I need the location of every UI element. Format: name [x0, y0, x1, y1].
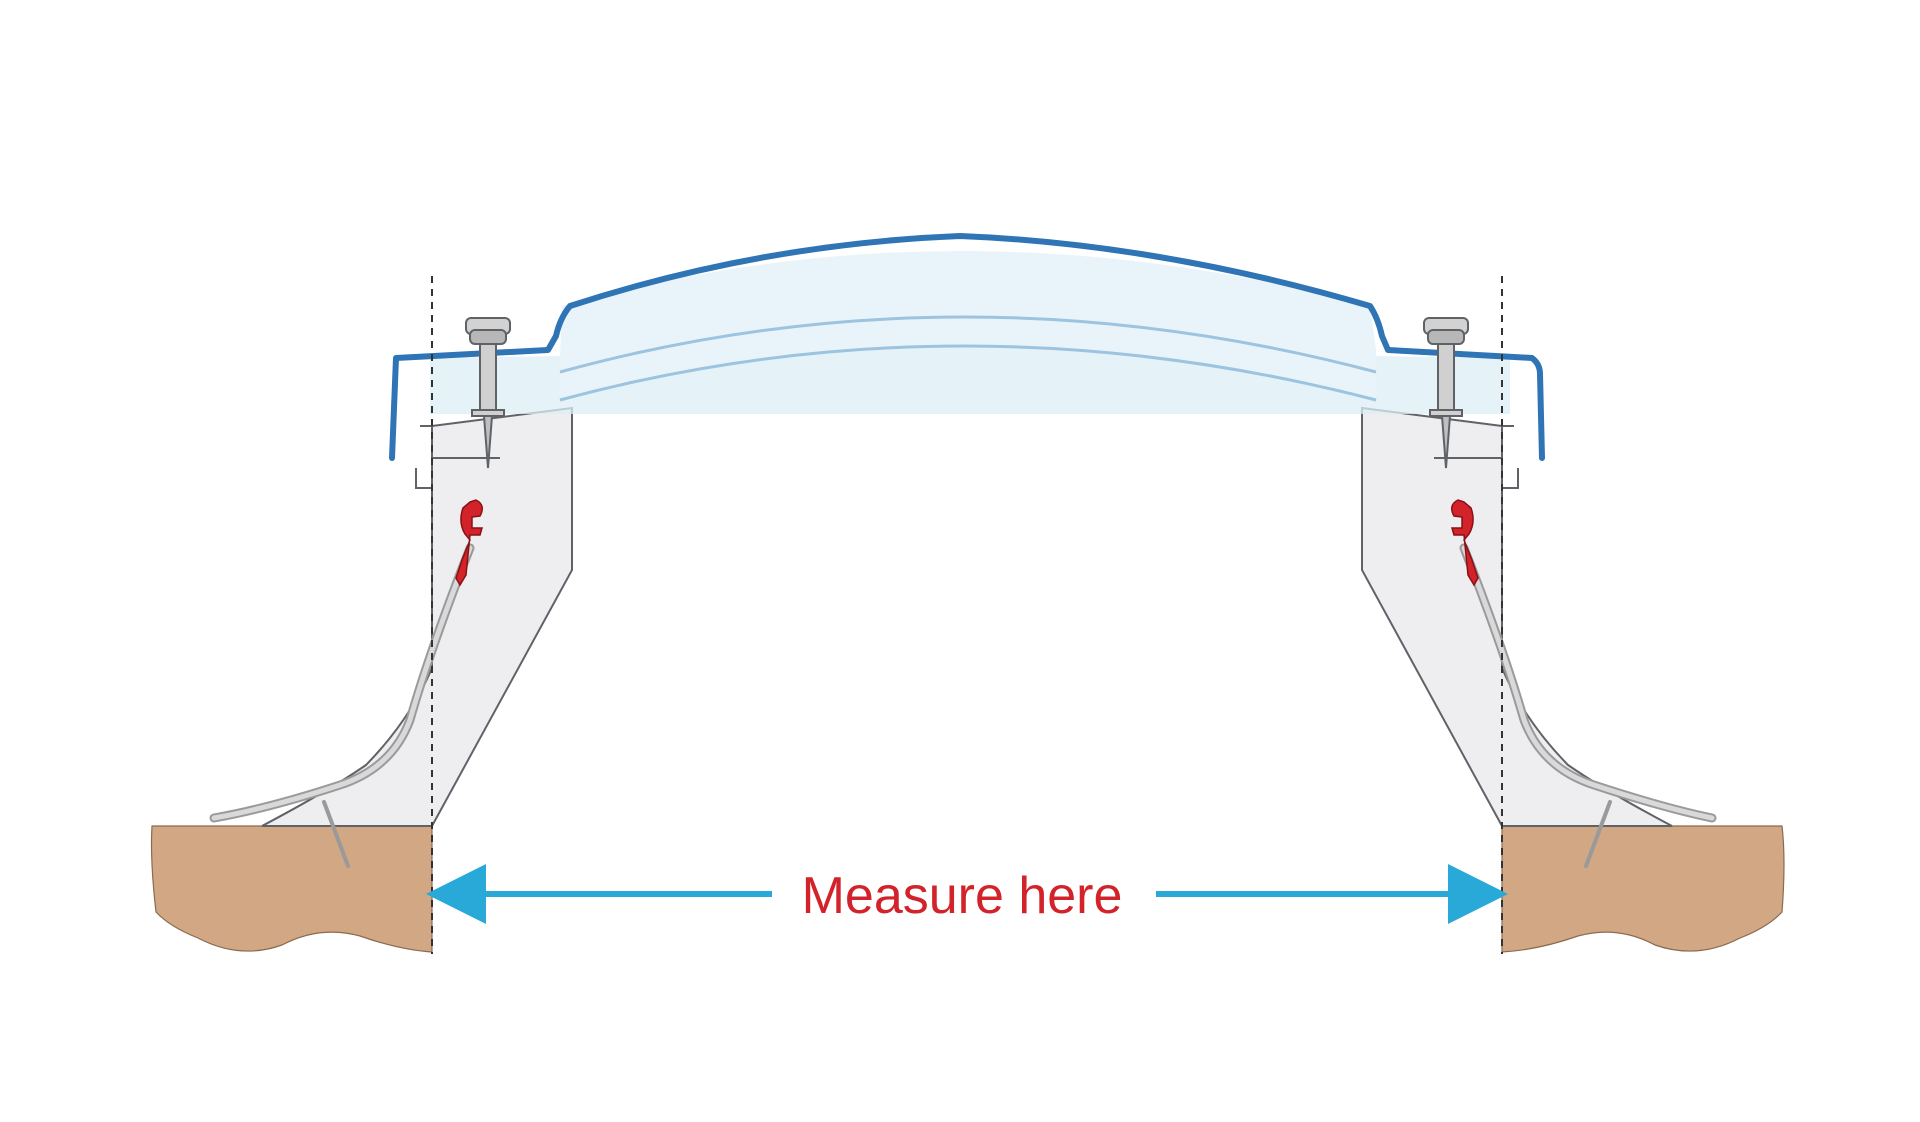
measure-label: Measure here: [802, 867, 1123, 925]
dome: [389, 233, 1545, 461]
upstand-left: [261, 406, 573, 827]
upstand-right: [1361, 406, 1673, 827]
clip-left-icon: [455, 499, 483, 587]
flashing-right: [1459, 543, 1717, 868]
screw-right-icon: [1423, 317, 1469, 469]
roof-deck-right: [1501, 825, 1785, 953]
clip-right-icon: [1451, 499, 1479, 587]
roof-deck-left: [150, 825, 433, 953]
flashing-left: [209, 543, 475, 868]
screw-left-icon: [465, 317, 511, 469]
